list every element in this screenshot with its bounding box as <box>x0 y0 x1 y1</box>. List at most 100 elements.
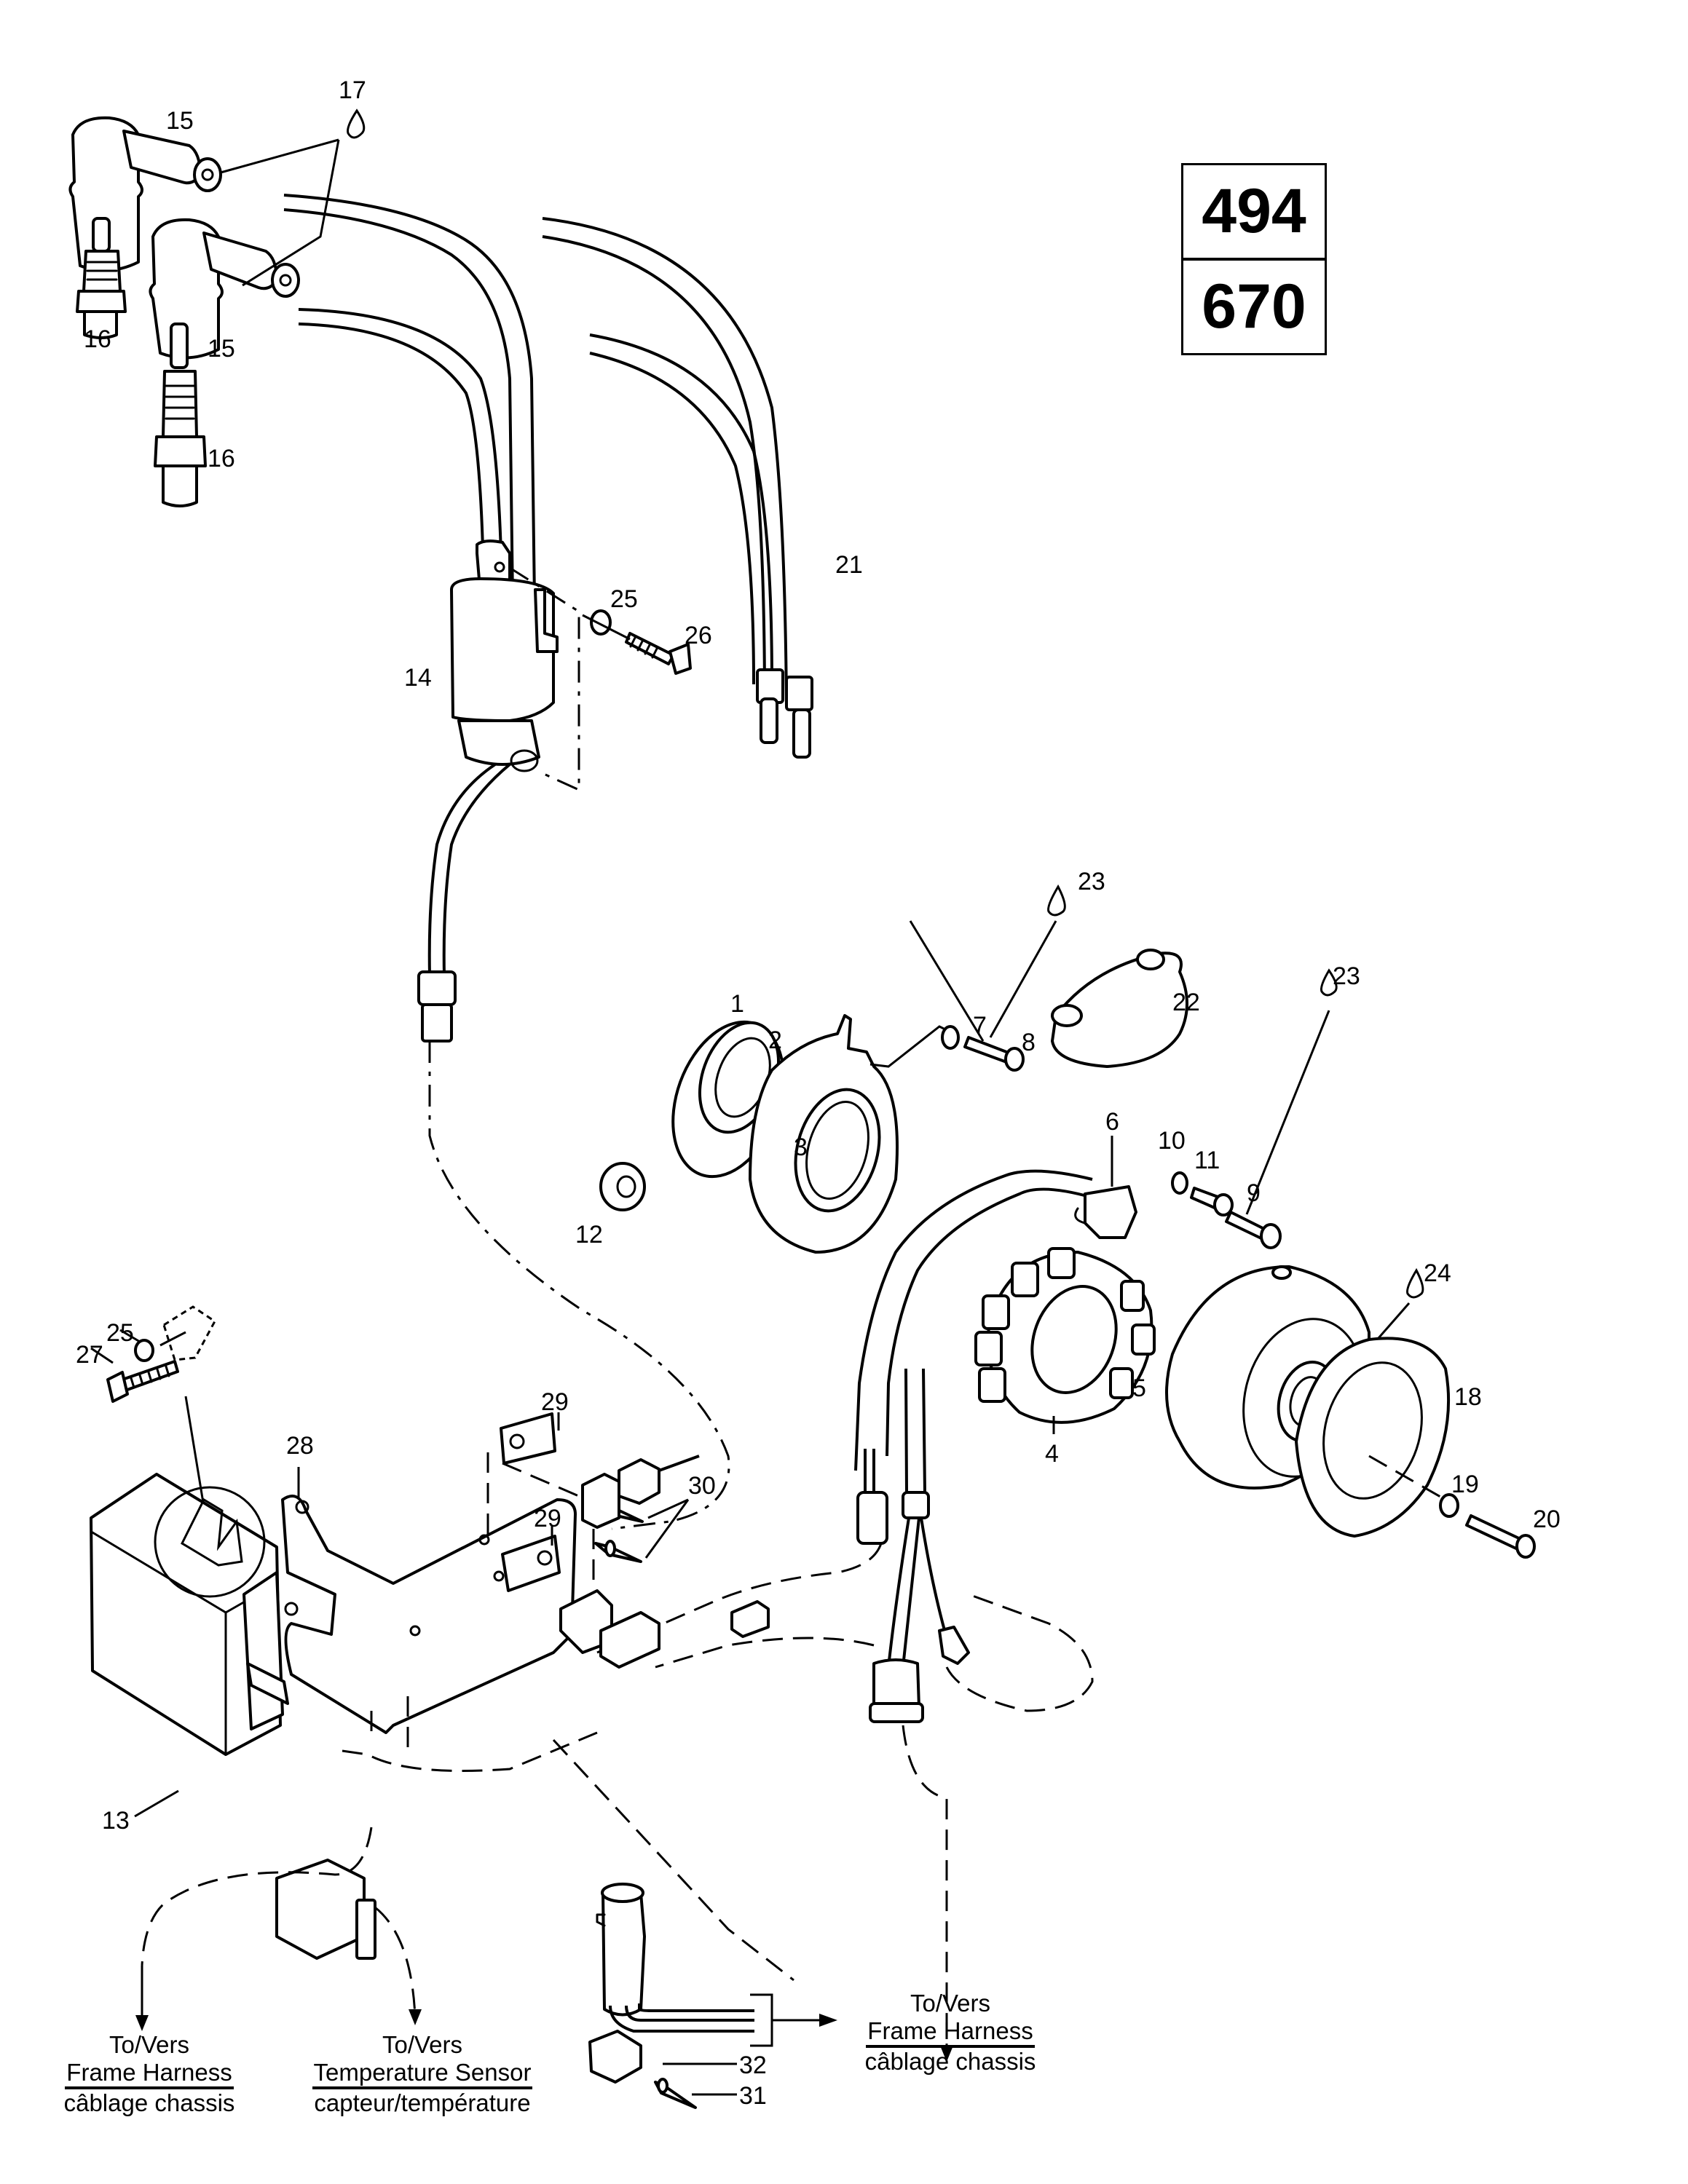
connector-pair-bottom[interactable] <box>559 1589 770 1669</box>
washer-7[interactable] <box>941 1025 960 1050</box>
rivet-30-b[interactable] <box>594 1540 642 1563</box>
callout-31: 31 <box>739 2082 767 2110</box>
mounting-tab-ghost <box>162 1305 216 1361</box>
callout-13: 13 <box>102 1807 130 1835</box>
callout-15-b: 15 <box>208 335 235 363</box>
leader-30 <box>644 1498 690 1559</box>
bolt-27[interactable] <box>106 1360 179 1403</box>
bracket-to-frame-harness <box>750 1993 823 2047</box>
leader-25-27 <box>90 1329 186 1364</box>
washer-25-lower[interactable] <box>134 1339 154 1362</box>
starter-ring[interactable] <box>1295 1337 1451 1538</box>
stator-harness[interactable] <box>856 1368 970 1723</box>
cdi-module[interactable] <box>90 1473 289 1756</box>
washer-19[interactable] <box>1439 1493 1459 1518</box>
arrow-head-4 <box>940 2046 953 2062</box>
callout-29-a: 29 <box>541 1388 569 1416</box>
ignition-coil[interactable] <box>417 539 559 1042</box>
callout-20: 20 <box>1533 1506 1561 1533</box>
speed-nut-2[interactable] <box>501 1535 561 1592</box>
callout-14: 14 <box>404 664 432 692</box>
washer-10[interactable] <box>1171 1171 1188 1195</box>
spark-plug-2[interactable] <box>154 323 207 507</box>
callout-23-b: 23 <box>1333 962 1360 990</box>
leader-17 <box>220 138 340 287</box>
rivet-31[interactable] <box>654 2078 697 2109</box>
model-670-box: 670 <box>1181 258 1327 355</box>
callout-25-a: 25 <box>610 585 638 613</box>
destination-temperature-sensor: To/Vers Temperature Sensor capteur/tempé… <box>299 2031 546 2117</box>
leader-23-a <box>909 920 985 1042</box>
to-frame-harness-1-route <box>141 1827 373 1966</box>
destination-name: Frame Harness <box>65 2059 234 2089</box>
callout-28: 28 <box>286 1432 314 1460</box>
destination-frame-harness-right: To/Vers Frame Harness câblage chassis <box>848 1990 1052 2076</box>
harness-connector-bottom[interactable] <box>596 1883 754 2033</box>
callout-17: 17 <box>339 76 366 104</box>
stator[interactable] <box>974 1247 1156 1424</box>
to-temperature-sensor-route <box>374 1906 417 2017</box>
callout-11: 11 <box>1194 1147 1220 1174</box>
leader-23-c <box>1245 1010 1330 1215</box>
destination-to: To/Vers <box>382 2031 463 2058</box>
model-494-box: 494 <box>1181 163 1327 260</box>
callout-16-a: 16 <box>84 325 111 353</box>
screw-9[interactable] <box>1225 1211 1282 1249</box>
arrow-head-1 <box>135 2015 149 2031</box>
callout-15-a: 15 <box>166 107 194 135</box>
grommet[interactable] <box>599 1162 646 1211</box>
screw-8[interactable] <box>963 1036 1025 1072</box>
connector-29-area[interactable] <box>581 1455 700 1529</box>
leader-23-b <box>989 920 1057 1038</box>
callout-27: 27 <box>76 1341 103 1369</box>
support-bracket[interactable] <box>281 1495 577 1734</box>
bolt-26[interactable] <box>625 632 692 675</box>
destination-to: To/Vers <box>109 2031 190 2058</box>
spark-plug-1[interactable] <box>76 217 127 339</box>
destination-name: Frame Harness <box>866 2017 1035 2048</box>
callout-5: 5 <box>1132 1374 1146 1402</box>
spark-plug-cap-1[interactable] <box>68 116 222 272</box>
high-tension-wires[interactable] <box>542 217 813 759</box>
threadlocker-drop-icon-a <box>1047 884 1066 917</box>
destination-name: Temperature Sensor <box>312 2059 533 2089</box>
callout-16-b: 16 <box>208 445 235 472</box>
callout-19: 19 <box>1451 1471 1479 1498</box>
coil-mount-line <box>509 566 580 792</box>
threadlocker-drop-icon-b <box>1320 968 1338 997</box>
destination-translation: câblage chassis <box>864 2048 1036 2075</box>
callout-8: 8 <box>1022 1029 1036 1056</box>
callout-1: 1 <box>730 990 744 1018</box>
callout-24: 24 <box>1424 1259 1451 1287</box>
callout-22: 22 <box>1172 989 1200 1016</box>
callout-2: 2 <box>768 1026 782 1054</box>
arrow-head-3 <box>819 2014 837 2027</box>
callout-25-b: 25 <box>106 1319 134 1347</box>
callout-29-b: 29 <box>534 1505 561 1532</box>
bracket-route <box>342 1689 794 1982</box>
callout-12: 12 <box>575 1221 603 1249</box>
clamp[interactable] <box>588 2030 642 2084</box>
spark-plug-cap-2[interactable] <box>149 218 300 360</box>
temperature-sensor-connector[interactable] <box>275 1859 376 1960</box>
lubricant-drop-icon-24 <box>1406 1267 1424 1299</box>
callout-9: 9 <box>1247 1179 1261 1207</box>
arrow-head-2 <box>409 2009 422 2025</box>
cdi-detail-circle <box>154 1486 266 1598</box>
callout-7: 7 <box>973 1012 987 1040</box>
leader-13 <box>134 1789 179 1818</box>
callout-26: 26 <box>685 622 712 649</box>
screw-11[interactable] <box>1190 1187 1234 1216</box>
trigger-coil[interactable] <box>854 1169 1137 1471</box>
screw-20[interactable] <box>1465 1514 1536 1559</box>
stator-housing[interactable] <box>749 1014 899 1254</box>
leader-29 <box>551 1412 560 1546</box>
washer-25-upper[interactable] <box>590 609 612 636</box>
destination-frame-harness-left: To/Vers Frame Harness câblage chassis <box>58 2031 240 2117</box>
leader-19 <box>1368 1455 1446 1501</box>
cover[interactable] <box>1051 949 1188 1068</box>
rivet-guide-1 <box>486 1452 596 1540</box>
callout-18: 18 <box>1454 1383 1482 1411</box>
speed-nut-1[interactable] <box>500 1412 556 1465</box>
